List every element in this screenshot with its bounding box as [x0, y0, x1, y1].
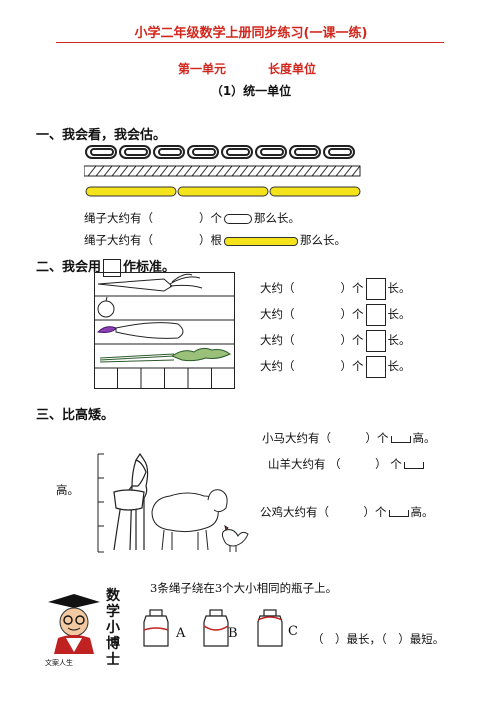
- bottle-a-icon: [143, 609, 169, 647]
- square-unit-icon: [103, 258, 122, 277]
- section2-row-3-prefix: 大约（ ）个: [260, 333, 364, 347]
- page-header-title: 小学二年级数学上册同步练习(一课一练): [134, 26, 368, 41]
- yellow-rope-icon: [224, 236, 298, 246]
- horse-prefix: 小马大约有（ ）个: [262, 431, 389, 445]
- unit-name: 长度单位: [268, 62, 317, 76]
- bottle-label-a: A: [176, 626, 186, 641]
- badge-char: 士: [106, 652, 120, 668]
- celery-icon: [99, 347, 231, 363]
- bottle-label-b: B: [228, 626, 238, 641]
- carrot-icon: [97, 273, 203, 292]
- height-unit-icon: [388, 509, 409, 517]
- bottle-c-icon: [257, 609, 283, 647]
- yellow-rope-row-icon: [85, 186, 361, 197]
- apple-icon: [97, 296, 115, 318]
- section2-row-3-suffix: 长。: [387, 333, 411, 347]
- section3-title: 三、比高矮。: [36, 408, 115, 423]
- section2-row-4-suffix: 长。: [387, 359, 411, 373]
- badge-char: 数: [106, 588, 120, 604]
- bottles-figure: [143, 609, 283, 647]
- question2-suffix: 那么长。: [300, 233, 346, 247]
- section2-title: 二、我会用 作标准。: [36, 256, 175, 277]
- badge-char: 学: [106, 604, 120, 620]
- section2-row-1-prefix: 大约（ ）个: [260, 281, 364, 295]
- question1-suffix: 那么长。: [254, 211, 300, 225]
- goat-tail: 高。: [56, 483, 79, 497]
- section1-title: 一、我会看，我会估。: [36, 128, 167, 143]
- scholar-boy-icon: [48, 594, 100, 654]
- bottle-b-icon: [203, 609, 229, 647]
- square-unit-icon: [365, 356, 386, 378]
- section2-row-3: 大约（ ）个 长。: [260, 330, 411, 352]
- bonus-answer: （ ）最长，（ ）最短。: [312, 632, 445, 646]
- paperclip-icon: [224, 214, 252, 224]
- section2-title-prefix: 二、我会用: [36, 260, 102, 275]
- horse-question: 小马大约有（ ）个 高。: [262, 430, 436, 446]
- square-unit-icon: [365, 278, 386, 300]
- section2-title-suffix: 作标准。: [123, 260, 176, 275]
- section2-row-1-suffix: 长。: [387, 281, 411, 295]
- question1-prefix: 绳子大约有（ ）个: [84, 211, 222, 225]
- paperclip-row-icon: [85, 145, 355, 159]
- bottle-label-c: C: [288, 624, 298, 639]
- animals-height-figure: [97, 452, 249, 553]
- square-unit-icon: [365, 304, 386, 326]
- sheep-icon: [151, 489, 228, 551]
- unit-number: 第一单元: [178, 62, 227, 76]
- section2-row-4: 大约（ ）个 长。: [260, 356, 411, 378]
- section2-row-4-prefix: 大约（ ）个: [260, 359, 364, 373]
- rooster-prefix: 公鸡大约有（ ）个: [260, 505, 387, 519]
- height-unit-icon: [390, 435, 411, 443]
- goat-question: 山羊大约有 （ ） 个: [268, 456, 426, 472]
- badge-char: 小: [106, 620, 120, 636]
- section2-row-1: 大约（ ）个 长。: [260, 278, 411, 300]
- square-unit-icon: [365, 330, 386, 352]
- section2-row-2-suffix: 长。: [387, 307, 411, 321]
- horse-icon: [113, 452, 149, 551]
- header-divider: [56, 42, 444, 43]
- question1-row: 绳子大约有（ ）个 那么长。: [84, 210, 300, 226]
- lesson-title: （1）统一单位: [210, 84, 292, 98]
- rooster-question: 公鸡大约有（ ）个 高。: [260, 504, 434, 520]
- striped-rope-icon: [84, 165, 361, 177]
- math-doctor-badge: 数 学 小 博 士: [106, 588, 120, 668]
- badge-char: 博: [106, 636, 120, 652]
- question2-row: 绳子大约有（ ）根 那么长。: [84, 232, 346, 248]
- horse-suffix: 高。: [412, 431, 436, 445]
- measuring-grid-figure: [94, 272, 235, 389]
- goat-prefix: 山羊大约有 （ ） 个: [268, 457, 402, 471]
- rooster-icon: [221, 524, 249, 552]
- height-ruler: [97, 453, 104, 553]
- section2-row-2: 大约（ ）个 长。: [260, 304, 411, 326]
- paperclip-rope-diagram: [84, 145, 361, 197]
- height-unit-icon: [403, 461, 424, 469]
- question2-prefix: 绳子大约有（ ）根: [84, 233, 222, 247]
- rooster-suffix: 高。: [410, 505, 434, 519]
- section2-row-2-prefix: 大约（ ）个: [260, 307, 364, 321]
- boy-caption: 文案人生: [45, 659, 73, 667]
- radish-icon: [96, 322, 184, 339]
- bonus-prompt: 3条绳子绕在3个大小相同的瓶子上。: [150, 581, 338, 595]
